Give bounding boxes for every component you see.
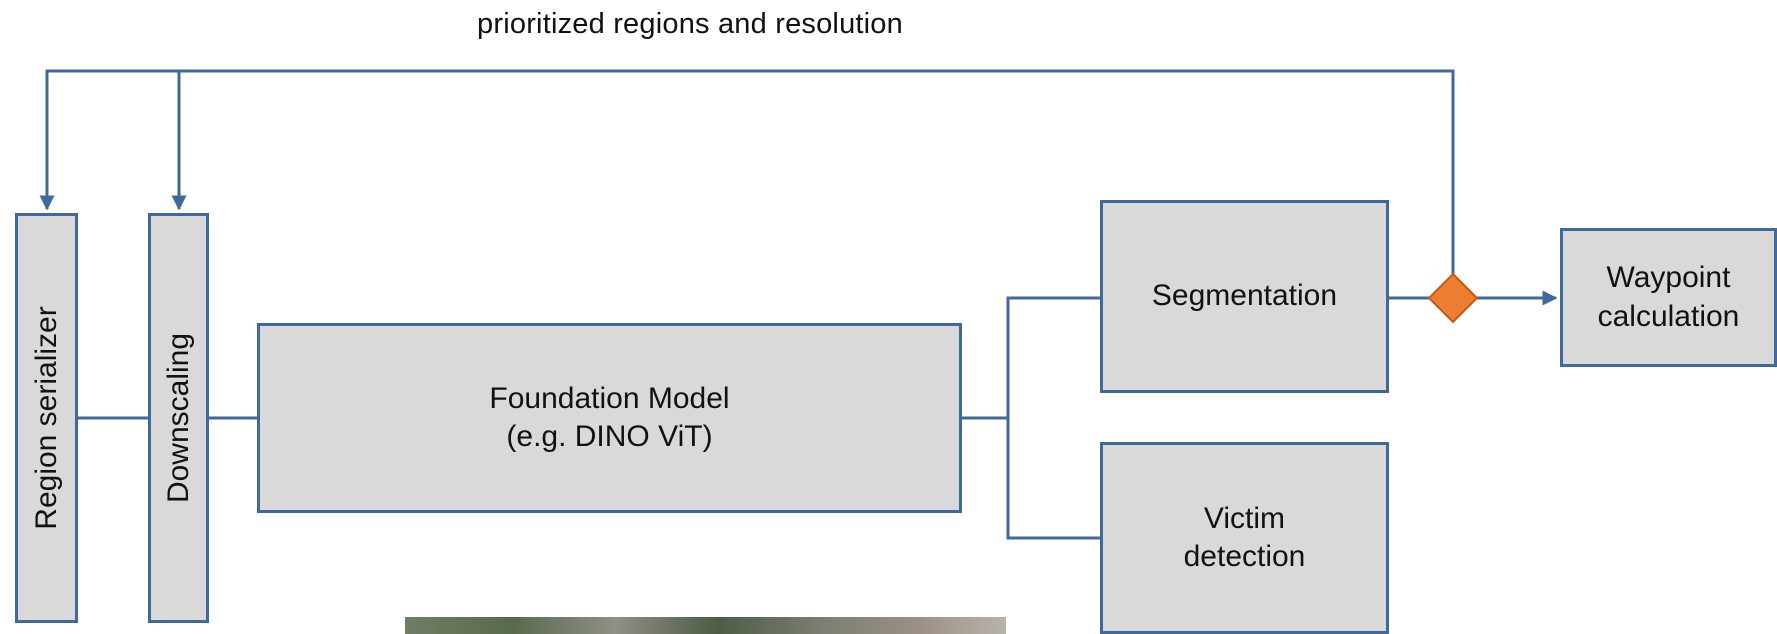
downscaling-label: Downscaling xyxy=(161,332,195,504)
segmentation-block: Segmentation xyxy=(1100,200,1389,393)
input-image-thumbnail xyxy=(405,617,1006,634)
feedback-loop-label: prioritized regions and resolution xyxy=(477,7,903,40)
downscaling-block: Downscaling xyxy=(148,213,209,623)
decision-diamond-icon xyxy=(1427,272,1479,324)
victim-detection-label: Victim detection xyxy=(1183,501,1306,573)
region-serializer-block: Region serializer xyxy=(15,213,78,623)
segmentation-label: Segmentation xyxy=(1151,279,1338,313)
waypoint-calculation-block: Waypoint calculation xyxy=(1560,228,1777,367)
feedback-loop-line xyxy=(39,69,1455,296)
foundation-model-block: Foundation Model (e.g. DINO ViT) xyxy=(257,323,962,513)
waypoint-calculation-label: Waypoint calculation xyxy=(1597,261,1740,333)
connector-split-victim xyxy=(1006,418,1100,540)
victim-detection-block: Victim detection xyxy=(1100,442,1389,634)
region-serializer-label: Region serializer xyxy=(29,306,63,530)
foundation-model-label: Foundation Model (e.g. DINO ViT) xyxy=(489,381,730,453)
connector-split-segmentation xyxy=(1006,296,1100,418)
